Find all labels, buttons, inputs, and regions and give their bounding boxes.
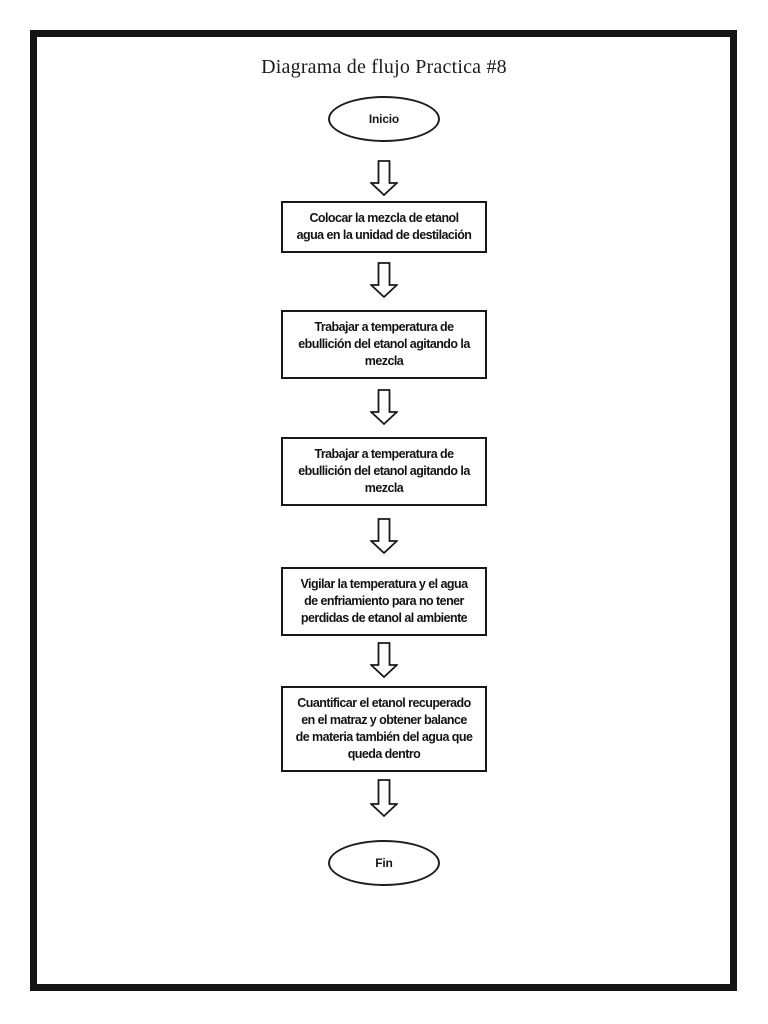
down-arrow-icon	[370, 642, 398, 678]
diagram-title: Diagrama de flujo Practica #8	[261, 56, 507, 78]
start-terminal: Inicio	[328, 96, 440, 142]
end-terminal: Fin	[328, 840, 440, 886]
end-terminal-label: Fin	[375, 856, 393, 870]
flowchart-step-5: Cuantificar el etanol recuperado en el m…	[281, 686, 487, 772]
start-terminal-label: Inicio	[368, 112, 400, 126]
flowchart-step-2: Trabajar a temperatura de ebullición del…	[281, 310, 487, 379]
flowchart-step-4: Vigilar la temperatura y el agua de enfr…	[281, 567, 487, 636]
flowchart-step-1: Colocar la mezcla de etanol agua en la u…	[281, 201, 487, 253]
down-arrow-icon	[370, 262, 398, 298]
down-arrow-icon	[370, 518, 398, 554]
down-arrow-icon	[370, 389, 398, 425]
down-arrow-icon	[370, 779, 398, 817]
flowchart-step-3: Trabajar a temperatura de ebullición del…	[281, 437, 487, 506]
down-arrow-icon	[370, 160, 398, 196]
